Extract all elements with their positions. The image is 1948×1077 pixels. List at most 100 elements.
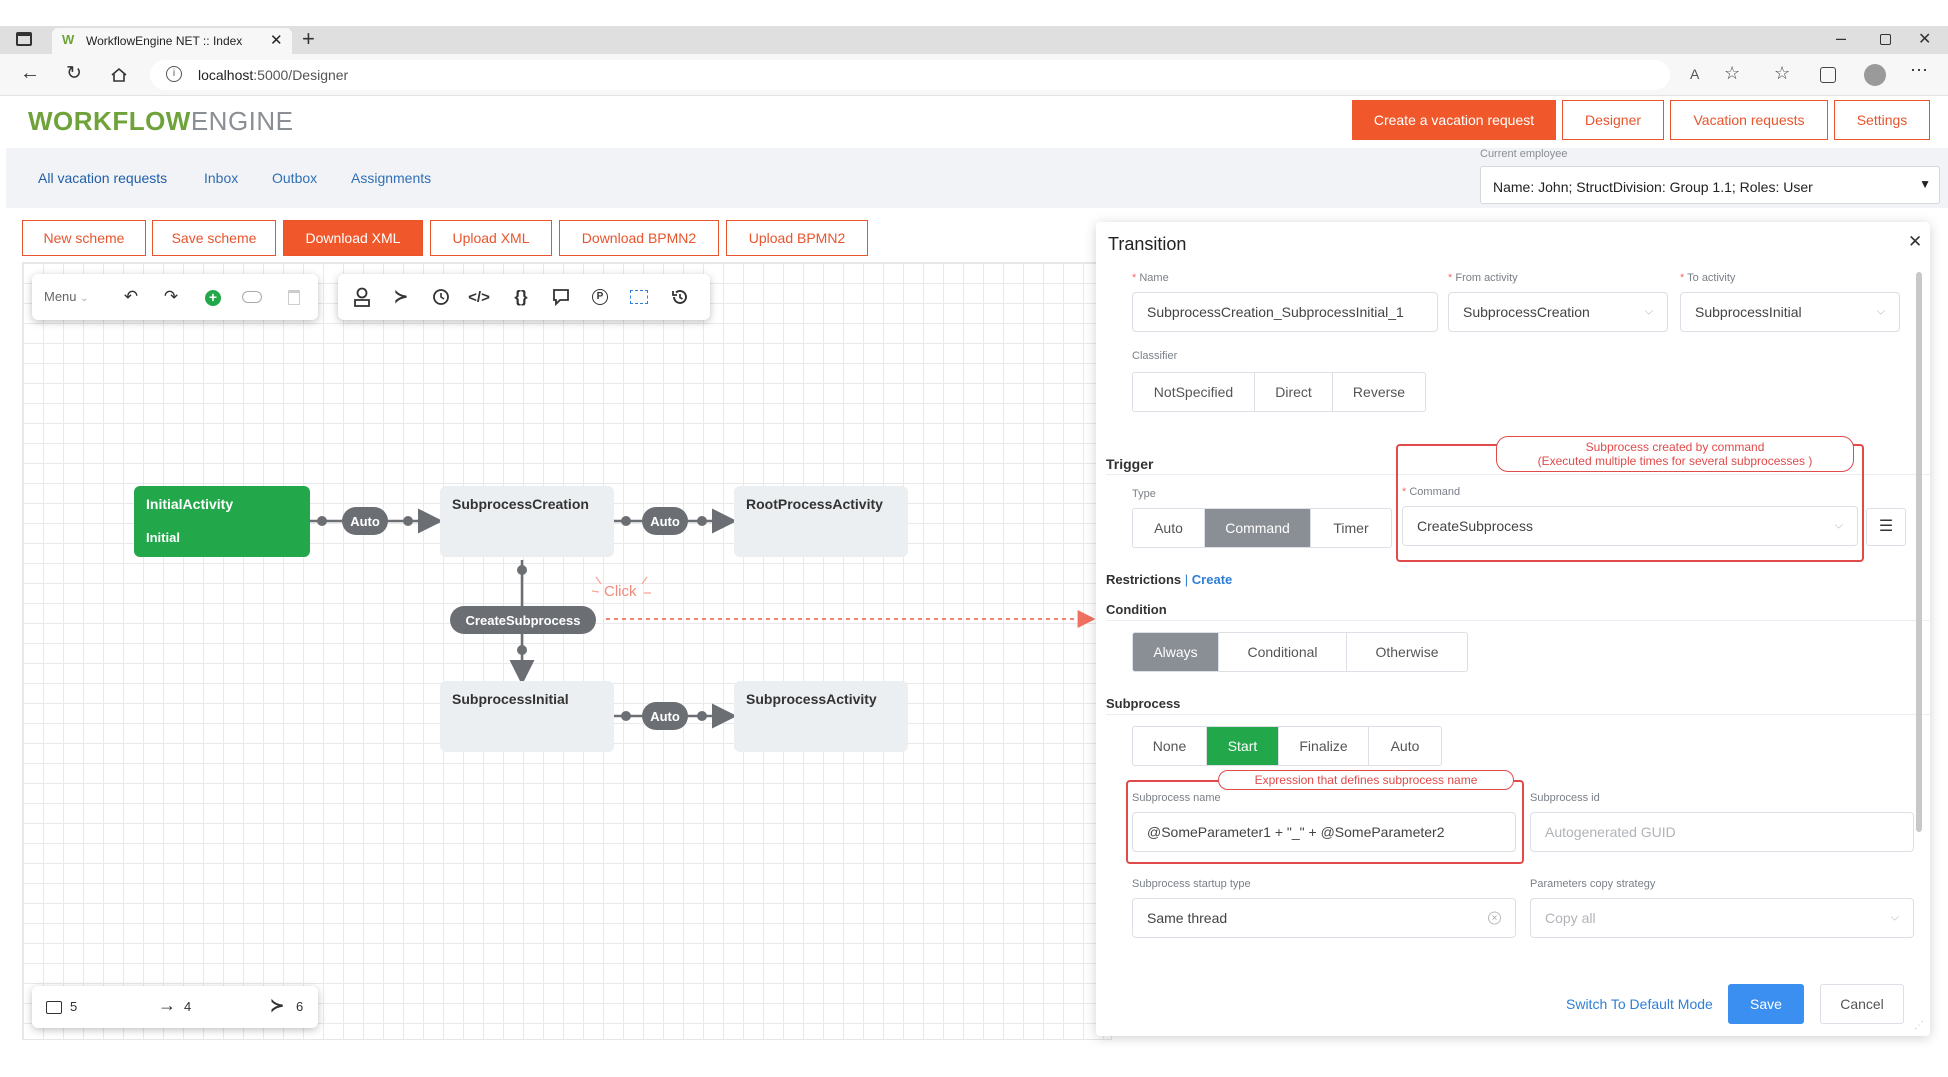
designer-button[interactable]: Designer [1562,100,1664,140]
activity-subprocess-activity[interactable]: SubprocessActivity [734,681,908,752]
create-vacation-request-button[interactable]: Create a vacation request [1352,100,1556,140]
type-auto[interactable]: Auto [1133,509,1205,547]
click-burst [591,576,651,594]
collections-icon[interactable] [1820,67,1836,83]
download-bpmn2-button[interactable]: Download BPMN2 [559,220,719,256]
command-settings-button[interactable]: ☰ [1866,508,1906,546]
startup-type-select[interactable]: Same thread✕ [1132,898,1516,938]
favorites-icon[interactable]: ☆ [1774,63,1791,83]
type-command[interactable]: Command [1205,509,1311,547]
from-activity-select[interactable]: SubprocessCreation⌵ [1448,292,1668,332]
url-field[interactable]: i localhost:5000/Designer [150,60,1670,90]
nav-all-vacation-requests[interactable]: All vacation requests [38,170,168,186]
name-input[interactable]: SubprocessCreation_SubprocessInitial_1 [1132,292,1438,332]
delete-icon[interactable] [288,290,300,305]
history-icon[interactable] [670,287,690,307]
condition-conditional[interactable]: Conditional [1219,633,1347,671]
read-aloud-icon[interactable]: A [1690,66,1700,82]
subprocess-toggle: None Start Finalize Auto [1132,726,1442,766]
activity-root-process-name: RootProcessActivity [746,496,883,512]
restore-icon[interactable] [1880,34,1891,45]
activity-root-process[interactable]: RootProcessActivity [734,486,908,557]
transition-auto-2[interactable]: Auto [642,507,688,535]
activity-subprocess-initial[interactable]: SubprocessInitial [440,681,614,752]
subprocess-finalize[interactable]: Finalize [1279,727,1369,765]
activity-subprocess-creation[interactable]: SubprocessCreation [440,486,614,557]
toggle-icon[interactable] [242,291,262,303]
settings-button[interactable]: Settings [1834,100,1930,140]
condition-otherwise[interactable]: Otherwise [1375,644,1439,660]
home-icon[interactable] [110,66,128,84]
workflow-engine-logo[interactable]: WORKFLOWENGINE [28,106,294,137]
panel-scrollbar[interactable] [1916,272,1922,832]
transition-auto-1[interactable]: Auto [342,507,388,535]
back-icon[interactable]: ← [20,62,40,84]
chevron-down-icon: ⌵ [1876,305,1885,318]
subprocess-name-value: @SomeParameter1 + "_" + @SomeParameter2 [1147,824,1445,840]
subprocess-id-input[interactable]: Autogenerated GUID [1530,812,1914,852]
classifier-notspecified[interactable]: NotSpecified [1133,373,1255,411]
subprocess-name-tooltip: Expression that defines subprocess name [1218,770,1514,790]
designer-canvas[interactable] [22,262,1112,1040]
minimize-icon[interactable]: – [1836,28,1847,48]
menu-dropdown[interactable]: Menu ⌄ [44,289,89,304]
upload-xml-button[interactable]: Upload XML [430,220,552,256]
nav-inbox[interactable]: Inbox [204,170,239,186]
tab-actions-icon[interactable] [16,32,32,46]
more-icon[interactable]: ⋯ [1910,60,1928,80]
new-scheme-button[interactable]: New scheme [22,220,146,256]
subprocess-auto[interactable]: Auto [1390,738,1420,754]
copy-strategy-select[interactable]: Copy all⌵ [1530,898,1914,938]
close-tab-icon[interactable]: ✕ [270,32,283,49]
condition-always[interactable]: Always [1133,633,1219,671]
classifier-reverse[interactable]: Reverse [1352,384,1406,400]
download-xml-button[interactable]: Download XML [283,220,423,256]
url-path: :5000/Designer [253,67,349,83]
processes-icon[interactable]: P [592,289,608,305]
transition-auto-3[interactable]: Auto [642,702,688,730]
transition-create-subprocess[interactable]: CreateSubprocess [450,606,596,634]
switch-default-mode-link[interactable]: Switch To Default Mode [1566,996,1713,1012]
restrictions-create-link[interactable]: Create [1191,572,1233,587]
favorite-add-icon[interactable]: ☆ [1724,63,1741,83]
code-actions-icon[interactable]: </> [468,288,490,306]
canvas-menu-toolbar: Menu ⌄ ↶ ↷ + [32,274,318,320]
clear-icon[interactable]: ✕ [1488,911,1501,925]
profile-avatar[interactable] [1864,64,1886,86]
activity-initial[interactable]: InitialActivity Initial [134,486,310,557]
subprocess-start[interactable]: Start [1207,727,1279,765]
name-value: SubprocessCreation_SubprocessInitial_1 [1147,304,1404,320]
subprocess-none[interactable]: None [1133,727,1207,765]
undo-icon[interactable]: ↶ [123,287,139,306]
commands-icon[interactable]: ≻ [393,287,409,306]
add-activity-icon[interactable]: + [205,290,221,306]
nav-outbox[interactable]: Outbox [272,170,318,186]
close-icon[interactable]: ✕ [1908,232,1923,251]
select-area-icon[interactable] [630,290,648,304]
nav-assignments[interactable]: Assignments [351,170,432,186]
new-tab-icon[interactable]: + [302,26,315,51]
refresh-icon[interactable]: ↻ [66,63,82,84]
activities-count: 5 [70,999,78,1014]
current-employee-select[interactable]: Name: John; StructDivision: Group 1.1; R… [1480,166,1940,204]
save-button[interactable]: Save [1728,984,1804,1024]
command-select[interactable]: CreateSubprocess⌵ [1402,506,1858,546]
resize-handle-icon[interactable]: ⋰ [1914,1020,1924,1031]
timers-icon[interactable] [432,288,450,306]
vacation-requests-button[interactable]: Vacation requests [1670,100,1828,140]
actors-icon[interactable] [352,286,372,308]
save-scheme-button[interactable]: Save scheme [152,220,276,256]
browser-tab[interactable]: W WorkflowEngine NET :: Index ✕ [52,28,292,54]
parameters-icon[interactable]: {} [514,287,528,306]
classifier-direct[interactable]: Direct [1255,373,1333,411]
close-window-icon[interactable]: ✕ [1918,31,1932,48]
info-icon[interactable]: i [166,66,182,82]
upload-bpmn2-button[interactable]: Upload BPMN2 [726,220,868,256]
type-timer[interactable]: Timer [1333,520,1369,536]
to-activity-select[interactable]: SubprocessInitial⌵ [1680,292,1900,332]
subprocess-name-input[interactable]: @SomeParameter1 + "_" + @SomeParameter2 [1132,812,1516,852]
cancel-button[interactable]: Cancel [1820,984,1904,1024]
comments-icon[interactable] [552,288,570,306]
command-value: CreateSubprocess [1417,518,1533,534]
redo-icon[interactable]: ↷ [163,287,179,306]
